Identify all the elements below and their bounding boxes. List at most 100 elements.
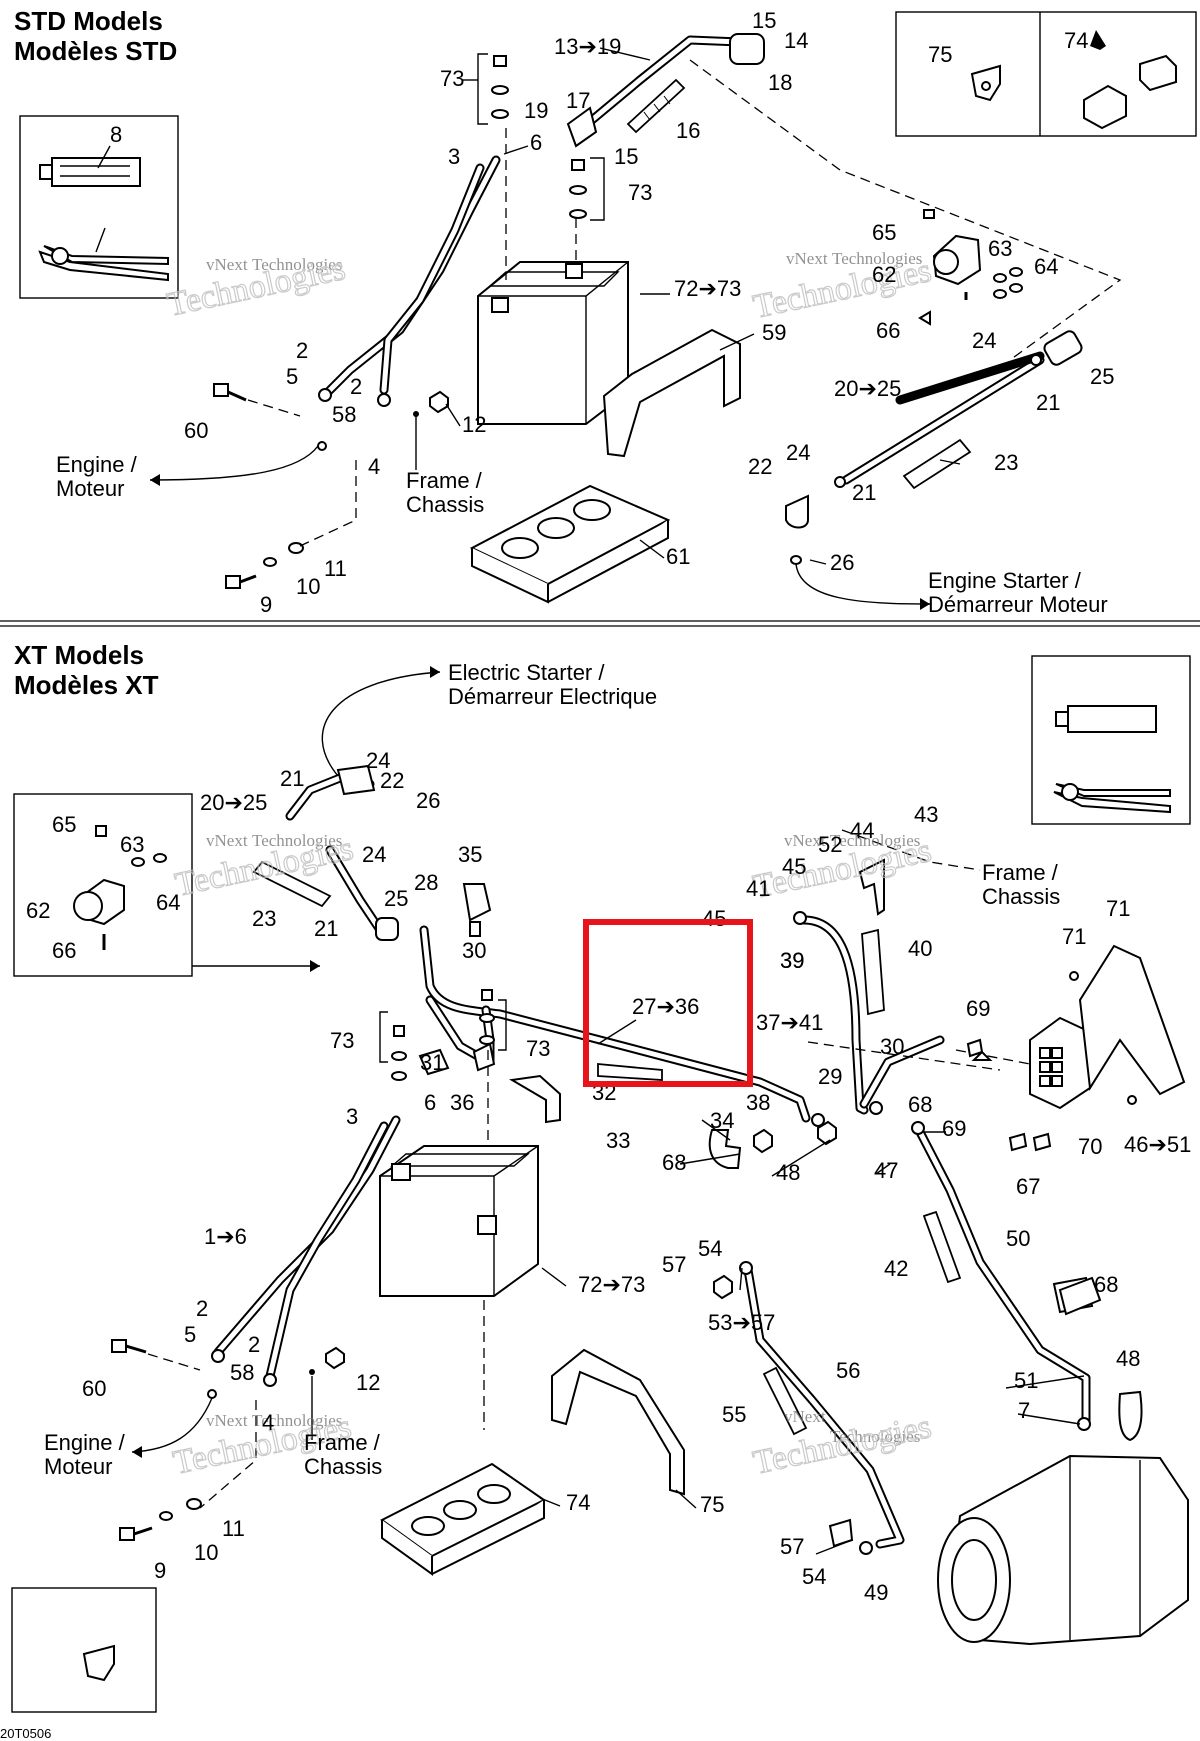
callout: 65 xyxy=(52,812,76,837)
callout: 67 xyxy=(1016,1174,1040,1199)
callout: 3 xyxy=(448,144,460,169)
callout: 15 xyxy=(752,8,776,33)
frame-label-en: Frame / xyxy=(982,860,1059,885)
callout: 31 xyxy=(420,1050,444,1075)
engine-label-fr: Moteur xyxy=(56,476,124,501)
callout: 74 xyxy=(566,1490,590,1515)
callout: 18 xyxy=(768,70,792,95)
callout: 71 xyxy=(1106,896,1130,921)
xt-callouts: 24 22 21 20➔25 26 24 25 28 35 30 23 21 6… xyxy=(26,748,1191,1605)
svg-text:Technologies: Technologies xyxy=(252,831,342,850)
svg-text:vNext: vNext xyxy=(206,255,248,274)
callout: 70 xyxy=(1078,1134,1102,1159)
callout: 66 xyxy=(876,318,900,343)
callout: 5 xyxy=(286,364,298,389)
crimping-pliers-icon xyxy=(1053,783,1171,814)
svg-text:vNext: vNext xyxy=(206,1411,248,1430)
callout: 21 xyxy=(280,766,304,791)
callout: 50 xyxy=(1006,1226,1030,1251)
heat-shrink-sleeve xyxy=(861,928,885,1016)
xt-tools-box xyxy=(1031,655,1191,825)
callout: 17 xyxy=(566,88,590,113)
callout: 25 xyxy=(1090,364,1114,389)
std-title-en: STD Models xyxy=(14,6,163,36)
callout: 2 xyxy=(296,338,308,363)
callout: 28 xyxy=(414,870,438,895)
callout: 62 xyxy=(26,898,50,923)
xt-clip-box xyxy=(11,1587,157,1713)
callout: 20➔25 xyxy=(834,376,901,401)
electric-starter-label-en: Electric Starter / xyxy=(448,660,605,685)
callout: 75 xyxy=(928,42,952,67)
terminal-cap xyxy=(566,106,598,148)
callout: 39 xyxy=(780,948,804,973)
svg-text:vNext: vNext xyxy=(784,831,826,850)
callout: 73 xyxy=(628,180,652,205)
callout: 22 xyxy=(748,454,772,479)
frame-label-fr: Chassis xyxy=(982,884,1060,909)
callout: 73 xyxy=(330,1028,354,1053)
heat-shrink-sleeve xyxy=(922,1210,962,1284)
callout: 9 xyxy=(154,1558,166,1583)
xt-title-fr: Modèles XT xyxy=(14,670,159,700)
callout: 30 xyxy=(880,1034,904,1059)
heat-shrink-sleeve xyxy=(252,860,332,908)
callout: 54 xyxy=(802,1564,826,1589)
battery-tray xyxy=(469,484,671,604)
callout: 15 xyxy=(614,144,638,169)
callout: 63 xyxy=(988,236,1012,261)
callout: 11 xyxy=(324,556,347,581)
callout: 68 xyxy=(662,1150,686,1175)
callout: 13➔19 xyxy=(554,34,621,59)
svg-text:Technologies: Technologies xyxy=(252,1411,342,1430)
callout: 45 xyxy=(782,854,806,879)
cable-clip-icon xyxy=(970,64,1001,102)
callout: 29 xyxy=(818,1064,842,1089)
std-callouts: 73 6 3 2 5 60 58 2 4 12 9 10 11 13➔19 15… xyxy=(184,8,1114,617)
callout: 62 xyxy=(872,262,896,287)
callout: 41 xyxy=(746,876,770,901)
callout: 26 xyxy=(830,550,854,575)
xt-title-en: XT Models xyxy=(14,640,144,670)
callout: 75 xyxy=(700,1492,724,1517)
callout: 5 xyxy=(184,1322,196,1347)
mounting-bracket xyxy=(1078,944,1186,1096)
callout: 72➔73 xyxy=(578,1272,645,1297)
callout: 24 xyxy=(972,328,996,353)
cable-clip-icon xyxy=(82,1644,115,1682)
callout: 48 xyxy=(1116,1346,1140,1371)
frame-label-en: Frame / xyxy=(304,1430,381,1455)
callout: 37➔41 xyxy=(756,1010,823,1035)
callout: 8 xyxy=(110,122,122,147)
frame-label-en: Frame / xyxy=(406,468,483,493)
callout: 12 xyxy=(462,412,486,437)
svg-text:Technologies: Technologies xyxy=(750,1408,935,1482)
grease-tube-icon xyxy=(1055,705,1157,733)
callout: 36 xyxy=(450,1090,474,1115)
callout: 57 xyxy=(662,1252,686,1277)
callout: 60 xyxy=(184,418,208,443)
callout: 53➔57 xyxy=(708,1310,775,1335)
cable-clip xyxy=(858,858,885,916)
callout: 74 xyxy=(1064,28,1088,53)
battery-tray xyxy=(380,1462,546,1576)
callout: 47 xyxy=(874,1158,898,1183)
callout: 24 xyxy=(366,748,390,773)
frame-label-fr: Chassis xyxy=(304,1454,382,1479)
callout: 7 xyxy=(1018,1398,1030,1423)
callout: 38 xyxy=(746,1090,770,1115)
callout: 22 xyxy=(380,768,404,793)
figure-code: 20T0506 xyxy=(0,1726,51,1741)
callout: 57 xyxy=(780,1534,804,1559)
callout: 49 xyxy=(864,1580,888,1605)
screw xyxy=(111,1339,147,1354)
svg-text:Technologies: Technologies xyxy=(830,831,920,850)
screw xyxy=(213,383,247,402)
battery xyxy=(477,261,629,425)
callout: 60 xyxy=(82,1376,106,1401)
svg-text:Technologies: Technologies xyxy=(252,255,342,274)
screw xyxy=(119,1526,153,1541)
callout: 23 xyxy=(252,906,276,931)
callout: 2 xyxy=(350,374,362,399)
callout: 56 xyxy=(836,1358,860,1383)
